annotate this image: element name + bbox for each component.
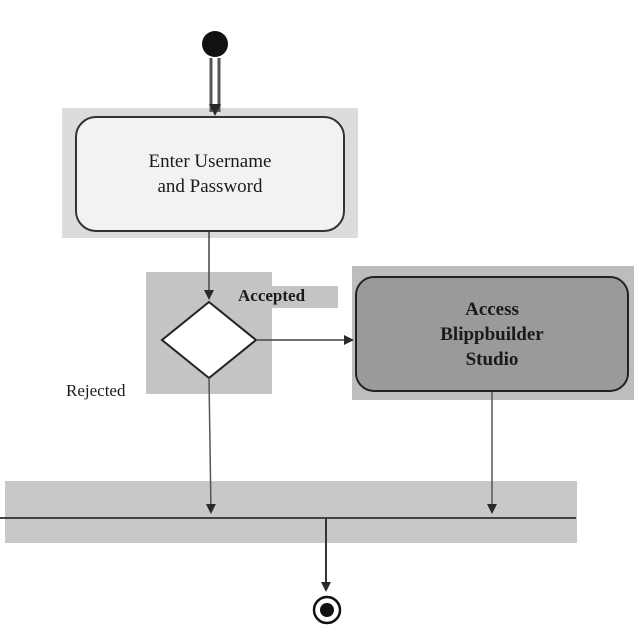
- login-action: [75, 116, 345, 232]
- final-node-inner: [320, 603, 334, 617]
- accepted-highlight: [234, 286, 338, 308]
- studio-action: [355, 276, 629, 392]
- accepted-label: Accepted: [238, 286, 306, 305]
- start-arrowhead: [209, 104, 221, 116]
- initial-node: [202, 31, 228, 57]
- rejected-label: Rejected: [66, 381, 126, 401]
- join-highlight: [5, 481, 577, 543]
- rejected-edge: [205, 377, 216, 514]
